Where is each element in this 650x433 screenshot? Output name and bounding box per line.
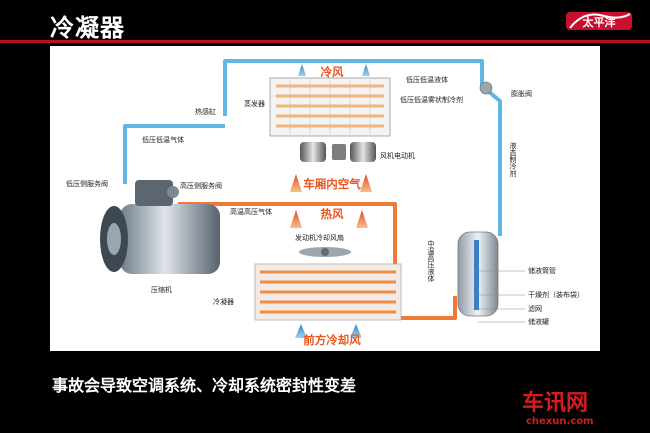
brand-name: 车讯网 [522, 390, 588, 416]
ac-system-diagram: 冷风 车厢内空气 热风 前方冷却风 蒸发器 热感缸 低压低温液体 膨胀阀 低压低… [66, 59, 584, 347]
evaporator [269, 77, 391, 137]
expansion-valve-label: 膨胀阀 [511, 89, 532, 98]
hot-air-arrows [290, 174, 372, 228]
front-air-arrows [295, 324, 362, 338]
cold-air-label: 冷风 [321, 65, 344, 79]
high-pressure-service-valve-label: 高压侧服务阀 [180, 181, 222, 190]
cabin-air-label: 车厢内空气 [303, 177, 361, 191]
brand-domain: chexun.com [526, 416, 594, 427]
receiver-tank-label: 储液罐 [528, 317, 549, 326]
page-title: 冷凝器 [50, 14, 125, 42]
cold-pipes [123, 59, 502, 236]
blower-fan [300, 142, 376, 162]
low-temp-low-pressure-mist-label: 低压低温雾状制冷剂 [400, 95, 463, 104]
condenser [254, 263, 402, 321]
desiccant-label: 干燥剂（装布袋） [528, 290, 584, 299]
receiver-tube-label: 储液筒管 [528, 266, 556, 275]
chexun-logo: 车讯网 chexun.com [522, 390, 594, 427]
front-cooling-air-label: 前方冷却风 [303, 333, 361, 347]
liquid-refrigerant-label: 液态制冷剂 [509, 141, 517, 178]
expansion-valve [479, 81, 493, 95]
high-temp-high-pressure-gas-label: 高温高压气体 [230, 207, 272, 216]
condenser-label: 冷凝器 [213, 297, 234, 306]
mid-temp-high-pressure-liquid-label: 中温高压液体 [427, 239, 435, 283]
filter-screen-label: 滤网 [528, 304, 542, 313]
logo-top: 太平洋 [566, 12, 632, 30]
low-pressure-service-valve-label: 低压侧服务阀 [66, 179, 108, 188]
evaporator-label: 蒸发器 [244, 99, 265, 108]
caption: 事故会导致空调系统、冷却系统密封性变差 [52, 376, 357, 395]
title-divider [0, 40, 650, 43]
receiver-tank [457, 231, 525, 323]
compressor [100, 180, 220, 274]
low-temp-low-pressure-liquid-label: 低压低温液体 [406, 75, 448, 84]
hot-air-label: 热风 [321, 207, 344, 221]
cold-air-arrows [298, 64, 370, 76]
diagram-panel: 冷风 车厢内空气 热风 前方冷却风 蒸发器 热感缸 低压低温液体 膨胀阀 低压低… [50, 46, 600, 351]
compressor-label: 压缩机 [151, 285, 172, 294]
low-pressure-low-temp-gas-label: 低压低温气体 [142, 135, 184, 144]
blower-motor-label: 风机电动机 [380, 151, 415, 160]
logo-top-text: 太平洋 [582, 15, 616, 29]
engine-cooling-fan [299, 247, 351, 257]
thermo-bulb-label: 热感缸 [195, 107, 216, 116]
engine-cooling-fan-label: 发动机冷却风扇 [295, 233, 344, 242]
